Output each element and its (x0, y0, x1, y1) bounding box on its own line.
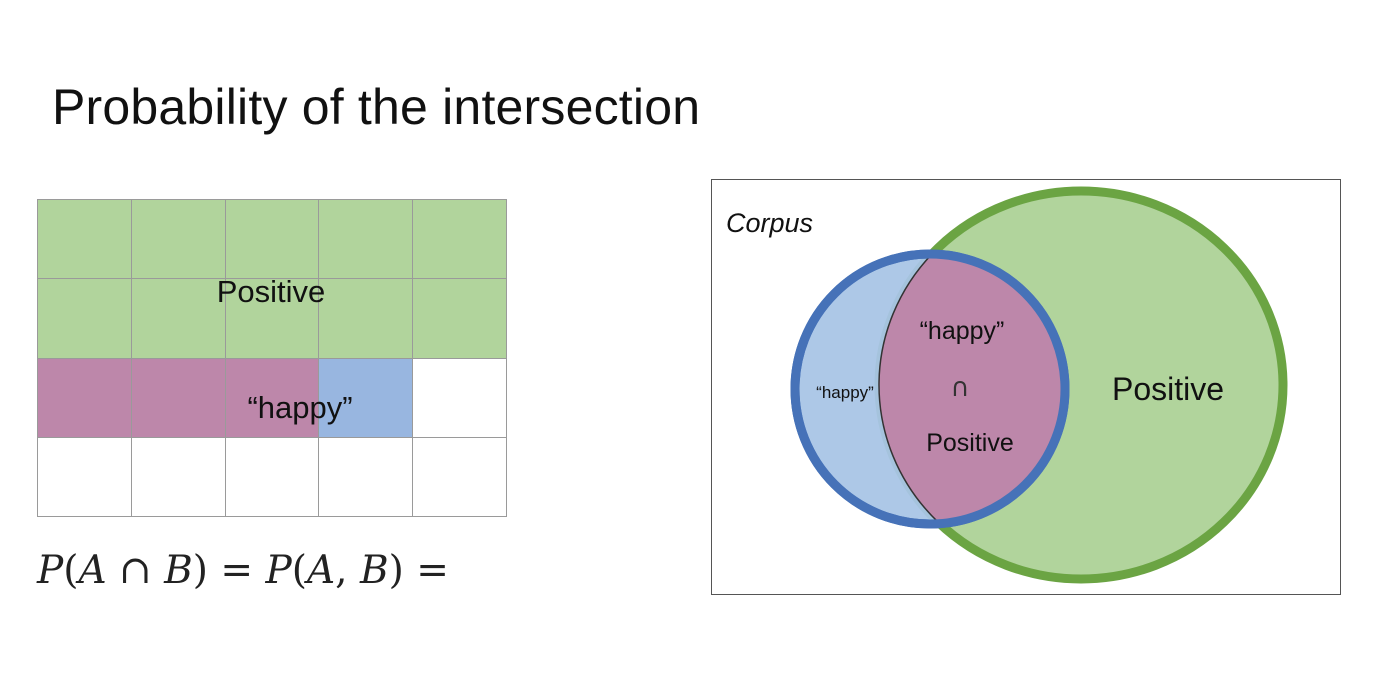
grid-cell-positive (38, 279, 132, 359)
formula-p: P (37, 548, 64, 593)
formula-b: B (164, 548, 193, 593)
grid-cell-positive (131, 200, 226, 280)
grid-happy-label: “happy” (247, 390, 353, 425)
grid-cell-empty (413, 358, 507, 438)
grid-cell-empty (131, 437, 226, 517)
grid-positive-label: Positive (216, 274, 326, 309)
formula-b-joint: B (359, 548, 389, 593)
grid-cell-positive (319, 279, 414, 359)
grid-cell-positive (225, 279, 320, 359)
venn-happy-only-label: “happy” (816, 383, 874, 402)
happy-circle-outline (790, 249, 1070, 529)
formula-paren-close: ) (192, 548, 209, 593)
probability-grid (37, 199, 507, 517)
venn-intersection-top-label: “happy” (920, 317, 1005, 345)
formula-equals-trailing: = (403, 548, 449, 593)
formula-equals: = (208, 548, 266, 593)
grid-cell-empty (225, 437, 320, 517)
venn-intersection-symbol: ∩ (950, 373, 969, 403)
grid-cell-positive (413, 200, 507, 280)
grid-cell-empty (38, 437, 132, 517)
venn-positive-label: Positive (1112, 371, 1224, 407)
grid-cell-both (38, 358, 132, 438)
formula-paren-open: ( (63, 548, 79, 593)
grid-cell-happy (319, 358, 414, 438)
formula-a-joint: A (306, 548, 336, 593)
corpus-label: Corpus (726, 208, 814, 238)
corpus-box (711, 179, 1341, 595)
formula-comma: , (335, 548, 360, 593)
grid-cell-both (225, 358, 320, 438)
grid-cell-positive (319, 200, 414, 280)
formula-cap: ∩ (106, 548, 165, 593)
grid-cell-positive (413, 279, 507, 359)
grid-cell-positive (225, 200, 320, 280)
grid-cell-empty (319, 437, 414, 517)
grid-cell-both (131, 358, 226, 438)
formula-p-joint: P (265, 548, 292, 593)
formula-a: A (78, 548, 107, 593)
grid-cell-empty (413, 437, 507, 517)
venn-intersection-bottom-label: Positive (926, 429, 1014, 457)
grid-cell-positive (131, 279, 226, 359)
formula-paren-open-joint: ( (291, 548, 307, 593)
slide-title: Probability of the intersection (52, 79, 701, 135)
formula-paren-close-joint: ) (388, 548, 404, 593)
intersection-region (878, 254, 1065, 524)
grid-cell-positive (38, 200, 132, 280)
probability-formula: P(A ∩ B) = P(A, B) = (37, 548, 449, 593)
